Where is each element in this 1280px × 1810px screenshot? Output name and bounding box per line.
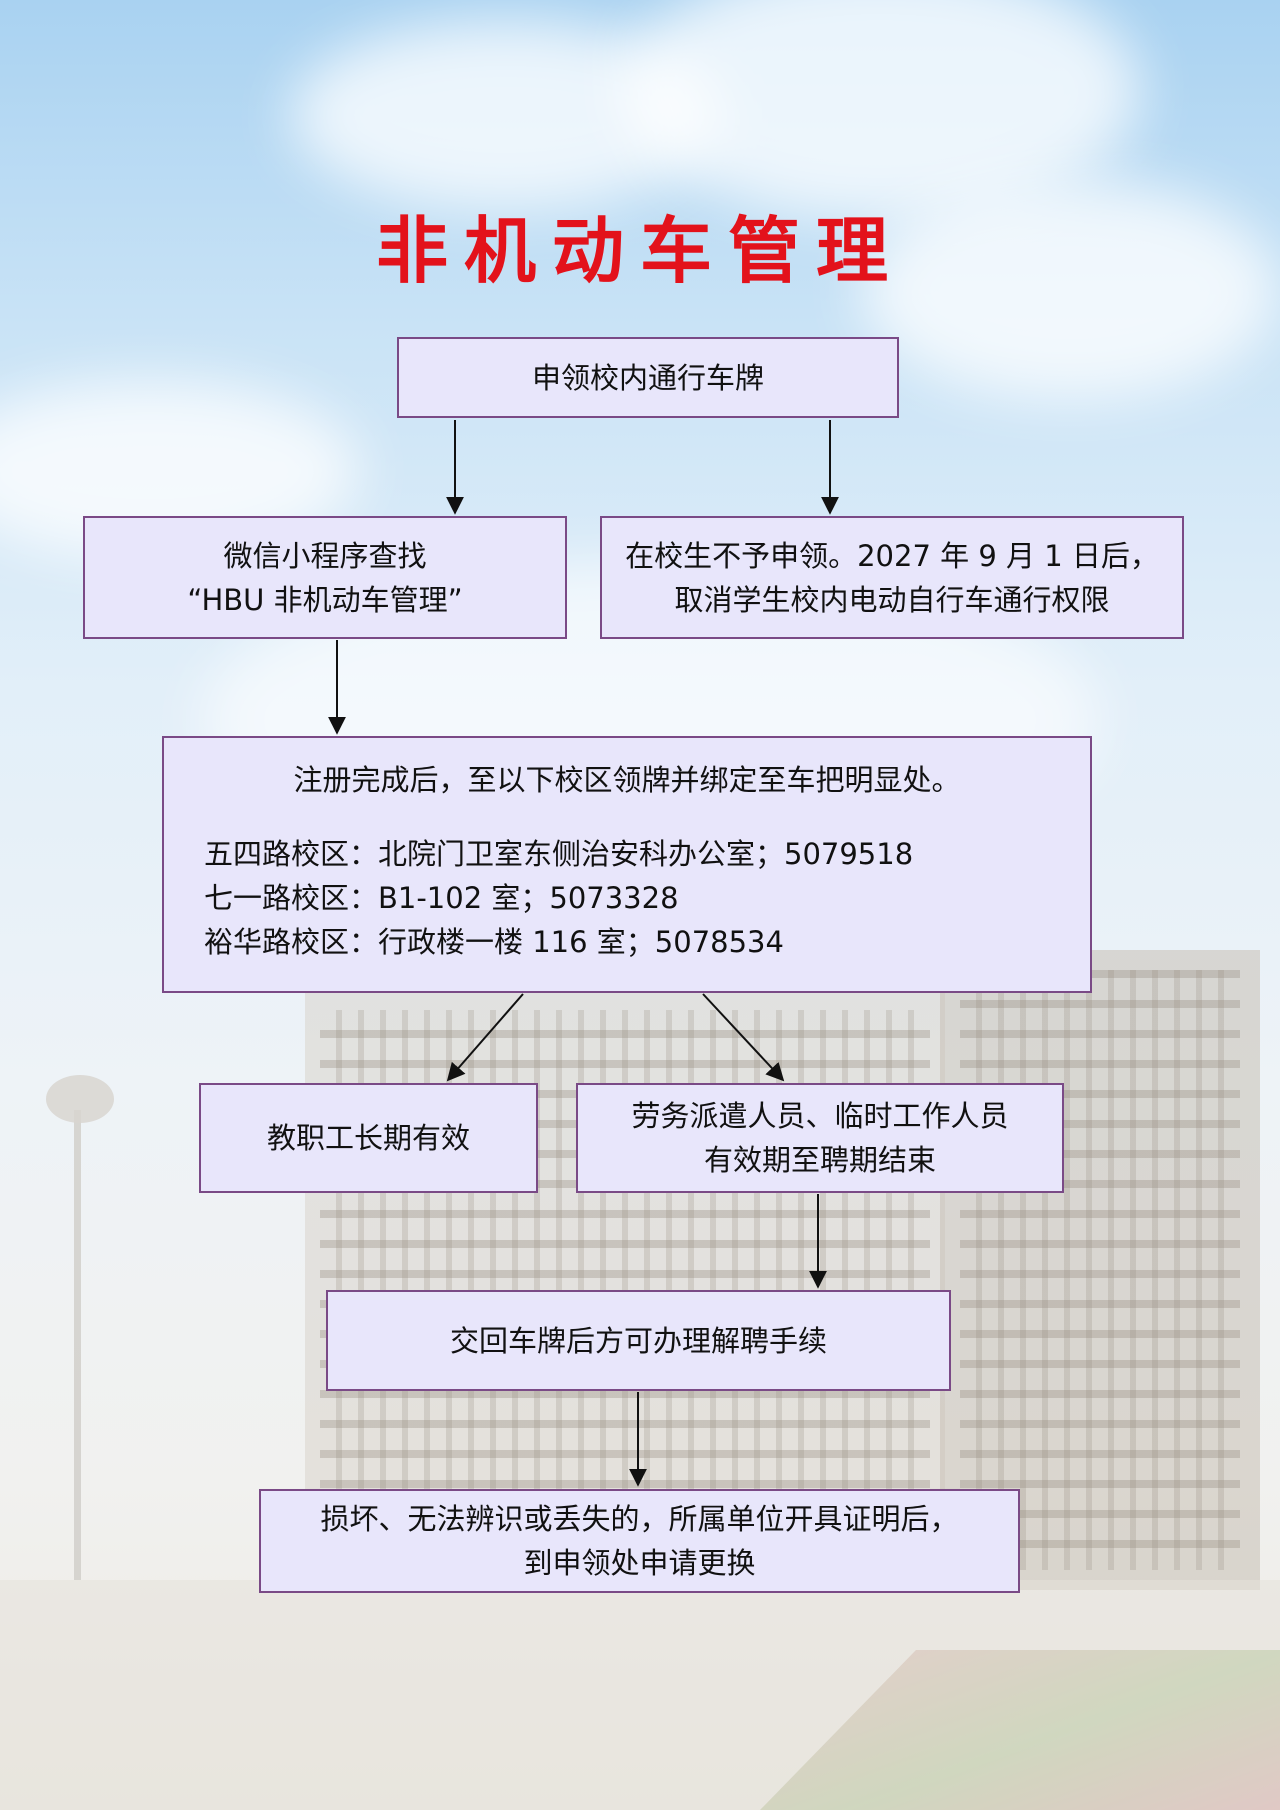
page-title: 非机动车管理 — [375, 209, 904, 293]
replace-line-2: 到申领处申请更换 — [523, 1546, 756, 1580]
wechat-line-1: 微信小程序查找 — [223, 538, 427, 573]
replacement-box: 损坏、无法辨识或丢失的，所属单位开具证明后， 到申领处申请更换 — [259, 1489, 1020, 1593]
contract-line-1: 劳务派遣人员、临时工作人员 — [631, 1099, 1009, 1133]
contract-staff-box: 劳务派遣人员、临时工作人员 有效期至聘期结束 — [576, 1083, 1064, 1193]
contract-line-2: 有效期至聘期结束 — [703, 1143, 936, 1177]
register-intro: 注册完成后，至以下校区领牌并绑定至车把明显处。 — [293, 763, 961, 797]
students-line-2: 取消学生校内电动自行车通行权限 — [674, 582, 1110, 617]
faculty-text: 教职工长期有效 — [266, 1121, 470, 1155]
campus-qiyi: 七一路校区：B1-102 室；5073328 — [204, 881, 679, 915]
wechat-miniprogram-box: 微信小程序查找 “HBU 非机动车管理” — [83, 516, 567, 639]
apply-plate-text: 申领校内通行车牌 — [531, 360, 764, 395]
students-line-1: 在校生不予申领。2027 年 9 月 1 日后， — [625, 538, 1159, 573]
arrow-register-to-contract — [702, 993, 785, 1082]
register-collect-box: 注册完成后，至以下校区领牌并绑定至车把明显处。 五四路校区：北院门卫室东侧治安科… — [162, 736, 1092, 993]
faculty-valid-box: 教职工长期有效 — [199, 1083, 538, 1193]
return-plate-box: 交回车牌后方可办理解聘手续 — [326, 1290, 951, 1391]
wechat-line-2: “HBU 非机动车管理” — [187, 582, 463, 617]
students-not-eligible-box: 在校生不予申领。2027 年 9 月 1 日后， 取消学生校内电动自行车通行权限 — [600, 516, 1184, 639]
arrow-register-to-faculty — [446, 993, 524, 1082]
return-plate-text: 交回车牌后方可办理解聘手续 — [449, 1323, 827, 1358]
campus-wusi: 五四路校区：北院门卫室东侧治安科办公室；5079518 — [204, 837, 914, 871]
campus-yuhua: 裕华路校区：行政楼一楼 116 室；5078534 — [204, 925, 784, 959]
replace-line-1: 损坏、无法辨识或丢失的，所属单位开具证明后， — [320, 1502, 959, 1536]
apply-plate-box: 申领校内通行车牌 — [397, 337, 899, 418]
